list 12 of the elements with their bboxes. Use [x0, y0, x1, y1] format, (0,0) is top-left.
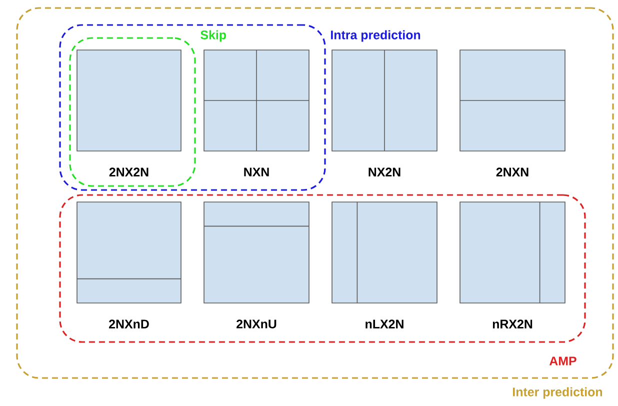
partition-label: nLX2N	[366, 320, 404, 328]
partition-label: NXN	[244, 168, 269, 176]
partition-label: 2NX2N	[109, 168, 148, 176]
partition-label: NX2N	[368, 168, 400, 176]
partition-label: 2NXN	[496, 168, 528, 176]
partition-label: 2NXnD	[109, 320, 149, 328]
group-label: Skip	[200, 30, 226, 42]
group-label: Inter prediction	[513, 387, 602, 399]
group-label: AMP	[549, 356, 576, 366]
partition-label: nRX2N	[492, 320, 532, 328]
partition-label: 2NXnU	[236, 320, 276, 328]
group-label: Intra prediction	[331, 30, 420, 42]
